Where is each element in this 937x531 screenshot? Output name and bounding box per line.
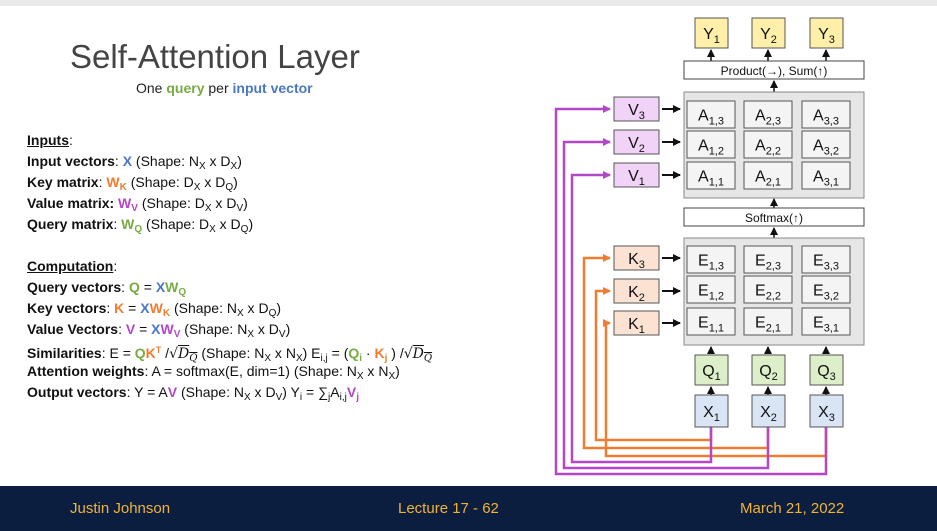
line-x2-v2 xyxy=(562,138,770,470)
output-y1 xyxy=(694,17,729,49)
e-cell-1-3 xyxy=(686,245,736,274)
output-y2 xyxy=(751,17,786,49)
query-q2 xyxy=(751,354,786,386)
e-cell-2-1 xyxy=(743,307,793,336)
key-k1 xyxy=(613,310,660,336)
definitions: Inputs: Input vectors: X (Shape: NX x DX… xyxy=(27,130,432,403)
product-sum-label: Product(→), Sum(↑) xyxy=(721,64,828,78)
computation-heading: Computation: xyxy=(27,258,118,274)
a-cell-2-2 xyxy=(743,130,793,159)
key-k3 xyxy=(613,245,660,271)
top-bar xyxy=(0,0,937,6)
e-cell-1-1 xyxy=(686,307,736,336)
input-x2 xyxy=(751,394,786,428)
value-v1 xyxy=(613,162,660,188)
a-cell-3-1 xyxy=(801,161,851,190)
query-vectors-line: Query vectors: Q = XWQ xyxy=(27,279,187,298)
a-cell-2-1 xyxy=(743,161,793,190)
line-x3-v3 xyxy=(554,105,828,476)
softmax-label: Softmax(↑) xyxy=(745,211,803,225)
query-q3 xyxy=(809,354,844,386)
a-cell-1-3 xyxy=(686,100,736,129)
slide-title: Self-Attention Layer xyxy=(70,38,360,75)
line-x1-v1 xyxy=(570,171,713,464)
e-cell-3-3 xyxy=(801,245,851,274)
footer-date: March 21, 2022 xyxy=(740,500,845,517)
key-vectors-line: Key vectors: K = XWK (Shape: NX x DQ) xyxy=(27,300,282,319)
a-cell-1-1 xyxy=(686,161,736,190)
key-k2 xyxy=(613,278,660,304)
a-cell-3-3 xyxy=(801,100,851,129)
a-cell-1-2 xyxy=(686,130,736,159)
value-vectors-line: Value Vectors: V = XWV (Shape: NX x DV) xyxy=(27,321,291,340)
similarities-line: Similarities: E = QKT /√DQ (Shape: NX x … xyxy=(27,345,433,364)
output-vectors-line: Output vectors: Y = AV (Shape: NX x DV) … xyxy=(27,384,359,403)
e-cell-3-1 xyxy=(801,307,851,336)
e-cell-1-2 xyxy=(686,275,736,304)
softmax-box xyxy=(683,207,865,227)
query-q1 xyxy=(694,354,729,386)
output-y3 xyxy=(809,17,844,49)
footer-bar: Justin Johnson Lecture 17 - 62 March 21,… xyxy=(0,486,937,531)
slide-subtitle: One query per input vector xyxy=(136,80,313,96)
subtitle-query: query xyxy=(166,80,205,96)
key-matrix-line: Key matrix: WK (Shape: DX x DQ) xyxy=(27,174,238,193)
e-cell-2-2 xyxy=(743,275,793,304)
value-matrix-line: Value matrix: WV (Shape: DX x DV) xyxy=(27,195,248,214)
value-v2 xyxy=(613,129,660,155)
attention-weights-line: Attention weights: A = softmax(E, dim=1)… xyxy=(27,363,400,382)
connection-lines xyxy=(554,49,830,476)
input-vectors-line: Input vectors: X (Shape: NX x DX) xyxy=(27,153,242,172)
product-sum-box xyxy=(683,60,865,80)
footer-lecture: Lecture 17 - 62 xyxy=(398,500,499,517)
value-v3 xyxy=(613,96,660,122)
a-cell-3-2 xyxy=(801,130,851,159)
query-matrix-line: Query matrix: WQ (Shape: DX x DQ) xyxy=(27,216,254,235)
input-x1 xyxy=(694,394,729,428)
e-cell-3-2 xyxy=(801,275,851,304)
input-x3 xyxy=(809,394,844,428)
a-cell-2-3 xyxy=(743,100,793,129)
subtitle-input: input vector xyxy=(232,80,313,96)
inputs-heading: Inputs: xyxy=(27,132,73,148)
footer-author: Justin Johnson xyxy=(70,500,171,517)
e-cell-2-3 xyxy=(743,245,793,274)
